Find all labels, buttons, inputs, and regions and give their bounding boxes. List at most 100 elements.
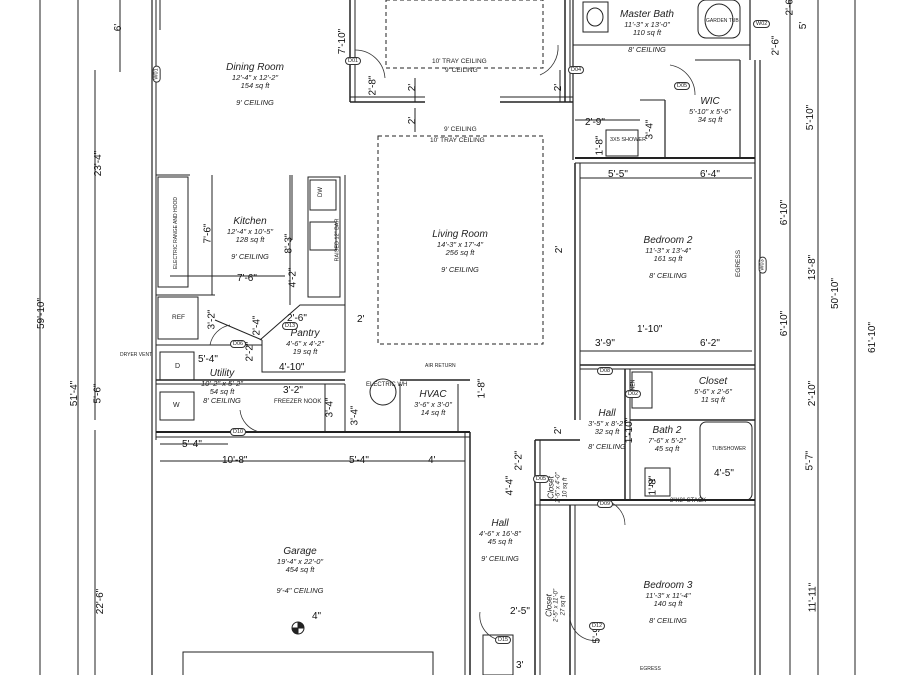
dimension-label: 2'-2"	[244, 341, 256, 362]
dimension-label: 2'-4"	[251, 315, 263, 336]
dimension-label: 2'	[407, 116, 419, 125]
dimension-label: 1'-8"	[594, 135, 606, 156]
door-tag: D09	[597, 500, 614, 508]
room-area: 256 sq ft	[445, 248, 475, 258]
room-hall-upper: Hall 3'-5" x 8'-2" 32 sq ft 8' CEILING	[582, 408, 632, 451]
room-name: Living Room	[432, 229, 488, 240]
room-name: Closet	[546, 476, 556, 499]
room-ceiling: 8' CEILING	[203, 395, 241, 405]
dimension-label: 4'	[428, 455, 436, 466]
dimension-label: 2'	[554, 245, 566, 254]
dimension-label: 3'-4"	[324, 397, 336, 418]
room-dimensions: 5'-6" x 2'-6"	[694, 386, 732, 396]
dimension-label: 3'-9"	[595, 338, 615, 349]
ceiling-note: 9' CEILING	[445, 67, 478, 74]
room-dimensions: 5'-10" x 5'-6"	[689, 106, 731, 116]
dimension-label: 6'-10"	[779, 199, 791, 226]
room-dimensions: 11'-3" x 13'-0"	[624, 19, 670, 29]
room-dimensions: 2'-5" x 11'-0"	[553, 588, 560, 623]
dimension-label: 3'-4"	[349, 405, 361, 426]
room-ceiling: 9' CEILING	[231, 251, 269, 261]
room-area: 161 sq ft	[653, 254, 683, 264]
window-tag: W02	[753, 20, 771, 28]
range-note: ELECTRIC RANGE AND HOOD	[172, 197, 179, 269]
dryer-vent-note: DRYER VENT	[120, 352, 153, 358]
dimension-label: 6'-4"	[700, 169, 720, 180]
dimension-label: 1'-8"	[647, 475, 659, 496]
room-hall-lower: Hall 4'-6" x 16'-8" 45 sq ft 9' CEILING	[470, 518, 530, 563]
room-dimensions: 11'-3" x 11'-4"	[645, 590, 691, 600]
room-master-bath: Master Bath 11'-3" x 13'-0" 110 sq ft 8'…	[605, 9, 689, 54]
dimension-label: 4'-5"	[714, 468, 734, 479]
dimension-label: 5'-4"	[182, 439, 202, 450]
dimension-label: 5'-4"	[349, 455, 369, 466]
dimension-label: 2'-2"	[513, 450, 525, 471]
dimension-label: 7'-6"	[202, 223, 214, 244]
room-ceiling: 8' CEILING	[588, 441, 626, 451]
room-closet-bedroom-2: Closet 5'-6" x 2'-6" 11 sq ft	[680, 376, 746, 405]
room-dimensions: 3'-5" x 8'-2"	[588, 418, 626, 428]
room-name: Closet	[698, 376, 728, 387]
room-closet-hall: Closet 2'-5" x 4'-0" 10 sq ft	[547, 457, 570, 517]
dimension-label: 2'-9"	[585, 117, 605, 128]
dimension-label: 2'-10"	[807, 380, 819, 407]
room-dimensions: 4'-6" x 4'-2"	[286, 338, 324, 348]
garden-tub-note: GARDEN TUB	[706, 18, 739, 24]
room-name: Dining Room	[226, 62, 284, 73]
dimension-label: 1'-10"	[637, 324, 663, 335]
door-tag: D02	[625, 390, 642, 398]
room-area: 11 sq ft	[700, 395, 726, 405]
room-ceiling: 9' CEILING	[481, 553, 519, 563]
room-area: 54 sq ft	[209, 387, 235, 397]
room-ceiling: 8' CEILING	[628, 44, 666, 54]
dimension-label: 4'-10"	[279, 362, 305, 373]
room-area: 27 sq ft	[560, 595, 567, 616]
room-ceiling: 9' CEILING	[441, 264, 479, 274]
ceiling-note: 9' CEILING	[444, 126, 477, 133]
egress-note-2: EGRESS	[640, 666, 661, 672]
room-area: 128 sq ft	[235, 235, 265, 245]
room-closet-bedroom-3: Closet 2'-5" x 11'-0" 27 sq ft	[545, 571, 568, 639]
tray-ceiling-note: 10' TRAY CEILING	[430, 137, 485, 144]
dimension-label: 6'-10"	[779, 310, 791, 337]
room-area: 140 sq ft	[653, 599, 683, 609]
dimension-label: 2'	[407, 83, 419, 92]
dimension-label: 59'-10"	[36, 297, 48, 330]
dimension-label: 4'-2"	[287, 267, 299, 288]
dimension-label: 6'-2"	[700, 338, 720, 349]
door-tag: D05	[674, 82, 691, 90]
egress-note: EGRESS	[735, 249, 743, 278]
door-tag: D08	[597, 367, 614, 375]
shower-note: 3X5 SHOWER	[610, 137, 647, 143]
room-kitchen: Kitchen 12'-4" x 10'-5" 128 sq ft 9' CEI…	[205, 216, 295, 261]
dishwasher-note: DW	[318, 187, 324, 197]
room-dimensions: 12'-4" x 12'-2"	[231, 72, 279, 82]
refrigerator-note: REF	[172, 314, 185, 321]
room-name: Kitchen	[233, 216, 267, 227]
dimension-label: 3'-2"	[206, 309, 218, 330]
room-name: Bath 2	[652, 425, 682, 436]
dimension-label: 3'-4"	[644, 119, 656, 140]
room-garage: Garage 19'-4" x 22'-0" 454 sq ft 9'-4" C…	[255, 546, 345, 595]
dimension-label: 4'-4"	[504, 475, 516, 496]
tray-ceiling-note: 10' TRAY CEILING	[432, 58, 487, 65]
dimension-label: 5'-4"	[198, 354, 218, 365]
dimension-label: 2'	[357, 314, 365, 325]
door-tag: D13	[282, 322, 299, 330]
dimension-label: 11'-11"	[807, 582, 819, 613]
dimension-label: 7'-10"	[337, 28, 349, 55]
room-ceiling: 9' CEILING	[236, 97, 274, 107]
room-dimensions: 11'-3" x 13'-4"	[645, 245, 691, 255]
room-name: HVAC	[419, 389, 447, 400]
room-area: 19 sq ft	[292, 347, 318, 357]
room-name: Master Bath	[620, 9, 674, 20]
dimension-label: 2'	[553, 426, 565, 435]
room-utility: Utility 10'-2" x 5'-2" 54 sq ft 8' CEILI…	[192, 368, 252, 405]
window-tag: W01	[152, 65, 161, 83]
room-name: Hall	[598, 408, 616, 419]
room-name: Bedroom 3	[643, 580, 693, 591]
room-area: 34 sq ft	[697, 115, 723, 125]
room-name: Garage	[283, 546, 317, 557]
room-dimensions: 12'-4" x 10'-5"	[226, 226, 274, 236]
